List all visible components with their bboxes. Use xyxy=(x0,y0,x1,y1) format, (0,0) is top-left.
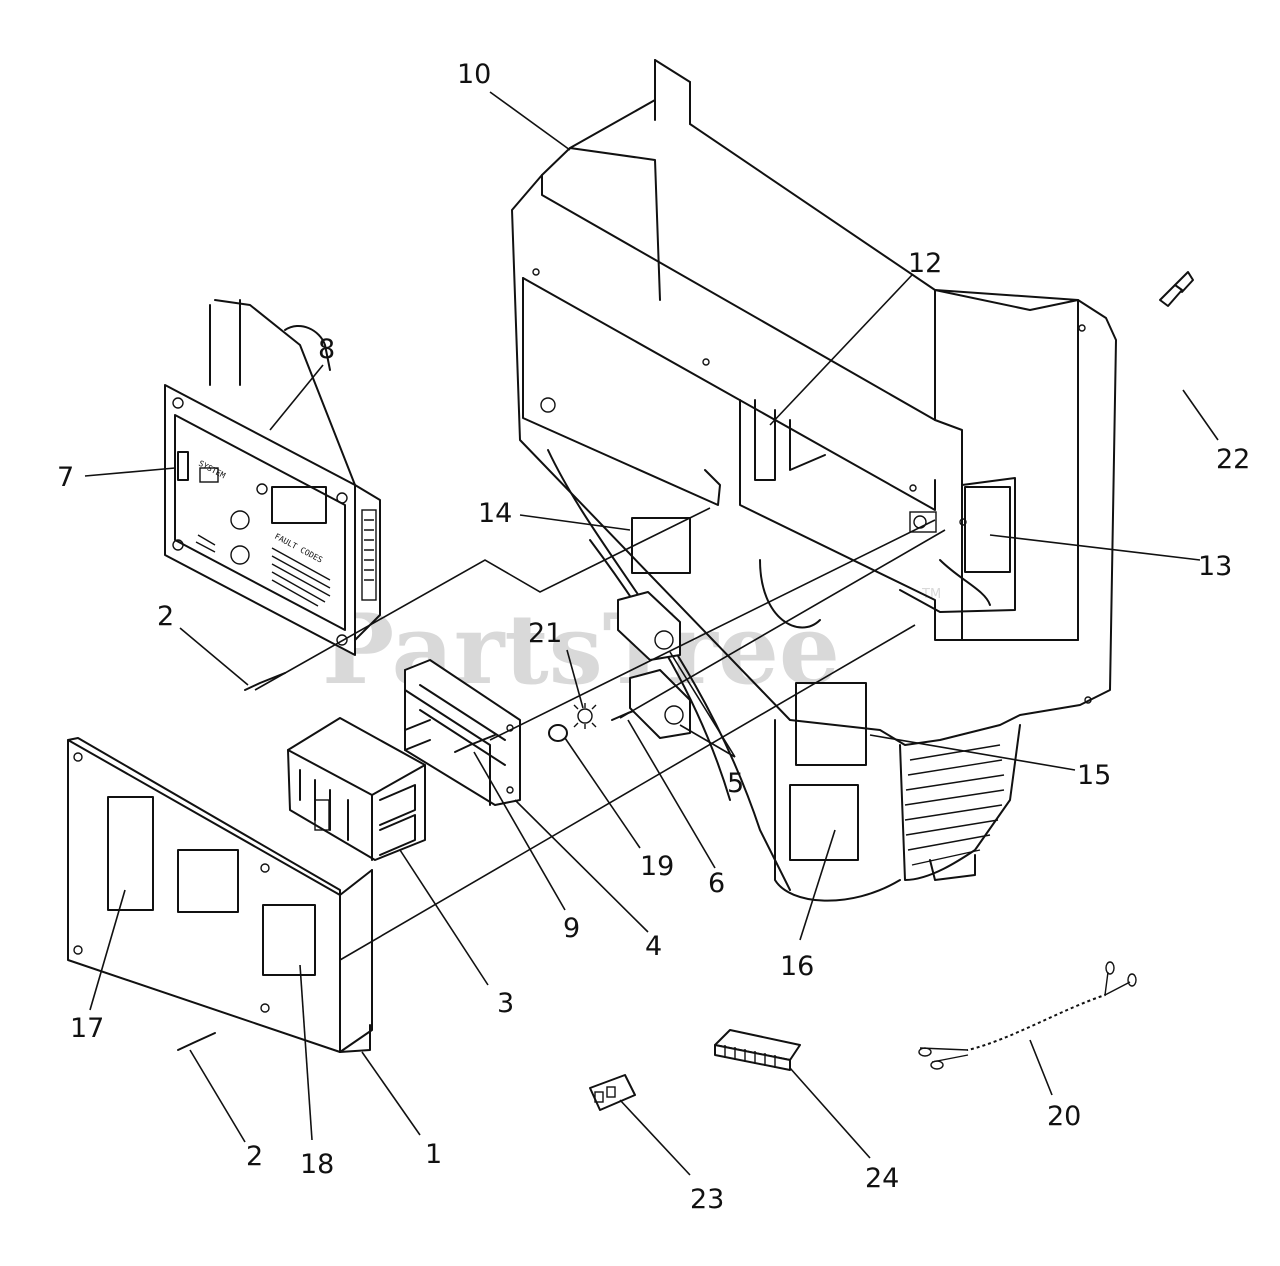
callout-20: 20 xyxy=(1047,1101,1081,1132)
screw-2-lower xyxy=(177,1032,216,1051)
screw-9 xyxy=(454,734,496,753)
label-decal-14 xyxy=(631,517,691,574)
callout-4: 4 xyxy=(645,931,662,962)
label-decal-16 xyxy=(789,784,859,861)
callout-labels: 10 12 8 22 7 14 13 2 21 15 5 19 6 9 4 16… xyxy=(57,59,1250,1215)
callout-8: 8 xyxy=(318,334,335,365)
callout-14: 14 xyxy=(478,498,512,529)
callout-9: 9 xyxy=(563,913,580,944)
callout-23: 23 xyxy=(690,1184,724,1215)
wire-harness-20 xyxy=(918,961,1137,1070)
lockwasher-21 xyxy=(573,703,597,729)
watermark-trademark: TM xyxy=(921,587,941,602)
nut-19 xyxy=(548,724,568,742)
callout-21: 21 xyxy=(528,618,562,649)
callout-15: 15 xyxy=(1077,760,1111,791)
label-decal-17 xyxy=(107,796,154,911)
label-decal-18 xyxy=(262,904,316,976)
callout-16: 16 xyxy=(780,951,814,982)
callout-19: 19 xyxy=(640,851,674,882)
callout-12: 12 xyxy=(908,248,942,279)
panel-switch-7 xyxy=(177,451,189,481)
callout-2-lower: 2 xyxy=(246,1141,263,1172)
bracket-4 xyxy=(404,659,521,806)
watermark-text: PartsTree xyxy=(322,593,840,706)
callout-7: 7 xyxy=(57,462,74,493)
label-decal-13 xyxy=(964,486,1011,573)
callout-17: 17 xyxy=(70,1013,104,1044)
callout-1: 1 xyxy=(425,1139,442,1170)
callout-2-upper: 2 xyxy=(157,601,174,632)
connector-23 xyxy=(589,1074,636,1111)
leader-lines xyxy=(84,91,1219,1176)
mounting-bracket-1 xyxy=(67,737,373,1053)
callout-24: 24 xyxy=(865,1163,899,1194)
callout-6: 6 xyxy=(708,868,725,899)
bracket-cutout xyxy=(177,849,239,913)
callout-3: 3 xyxy=(497,988,514,1019)
bolt-22 xyxy=(1159,271,1194,307)
callout-13: 13 xyxy=(1198,551,1232,582)
label-decal-15 xyxy=(795,682,867,766)
screw-2-upper xyxy=(244,672,286,691)
callout-5: 5 xyxy=(727,768,744,799)
connector-24 xyxy=(714,1029,801,1071)
control-panel-housing xyxy=(511,59,1117,902)
callout-10: 10 xyxy=(457,59,491,90)
circuit-breaker-3 xyxy=(287,717,426,861)
callout-22: 22 xyxy=(1216,444,1250,475)
callout-18: 18 xyxy=(300,1149,334,1180)
control-panel-module: SYSTEM FAULT CODES xyxy=(164,299,381,656)
